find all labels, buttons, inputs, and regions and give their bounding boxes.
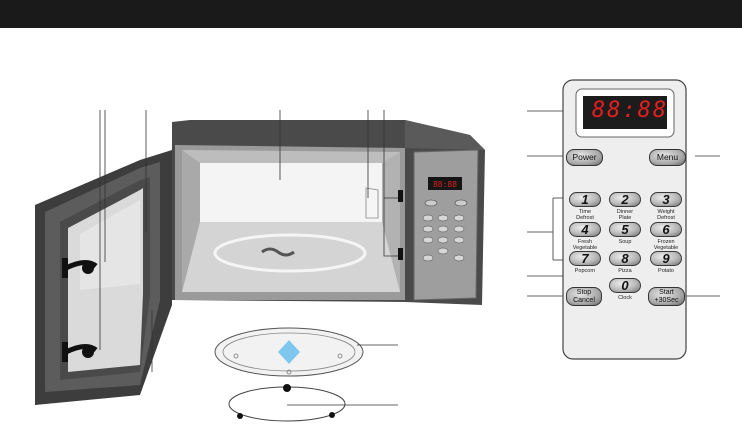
caption-line: Clock xyxy=(618,295,632,301)
caption-line: Pizza xyxy=(618,268,631,274)
key-8[interactable]: 8 xyxy=(609,251,641,266)
mini-control-panel xyxy=(414,150,478,300)
display-readout: 88:88 xyxy=(585,98,675,124)
caption-line: Defrost xyxy=(576,215,594,221)
key-9-caption: Potato xyxy=(641,268,691,274)
caption-line: Soup xyxy=(619,239,632,245)
key-3[interactable]: 3 xyxy=(650,192,682,207)
caption-line: Defrost xyxy=(657,215,675,221)
caption-line: Popcorn xyxy=(575,268,596,274)
key-1[interactable]: 1 xyxy=(569,192,601,207)
roller-ring xyxy=(229,387,345,421)
menu-button[interactable]: Menu xyxy=(649,149,686,166)
start-label: Start xyxy=(659,289,674,296)
interlock-slot-lower xyxy=(398,248,403,260)
key-9[interactable]: 9 xyxy=(650,251,682,266)
roller-wheel xyxy=(237,413,243,419)
cavity-floor xyxy=(182,222,400,292)
key-2[interactable]: 2 xyxy=(609,192,641,207)
start-button[interactable]: Start+30Sec xyxy=(648,287,685,306)
key-7[interactable]: 7 xyxy=(569,251,601,266)
key-4[interactable]: 4 xyxy=(569,222,601,237)
caption-line: Potato xyxy=(658,268,674,274)
key-6[interactable]: 6 xyxy=(650,222,682,237)
roller-wheel xyxy=(283,384,291,392)
mini-display-text: 88:88 xyxy=(433,180,457,189)
key-5[interactable]: 5 xyxy=(609,222,641,237)
plus-30sec-label: +30Sec xyxy=(655,297,679,304)
mini-power-button xyxy=(425,200,437,206)
power-button[interactable]: Power xyxy=(566,149,603,166)
cavity-back-wall xyxy=(200,163,382,222)
caption-line: Plate xyxy=(619,215,632,221)
mini-menu-button xyxy=(455,200,467,206)
microwave-top xyxy=(405,120,485,150)
interlock-slot-upper xyxy=(398,190,403,202)
roller-wheel xyxy=(329,412,335,418)
stop-label: Stop xyxy=(577,289,591,296)
key-0[interactable]: 0 xyxy=(609,278,641,293)
key-0-caption: Clock xyxy=(600,295,650,301)
cancel-label: Cancel xyxy=(573,297,595,304)
